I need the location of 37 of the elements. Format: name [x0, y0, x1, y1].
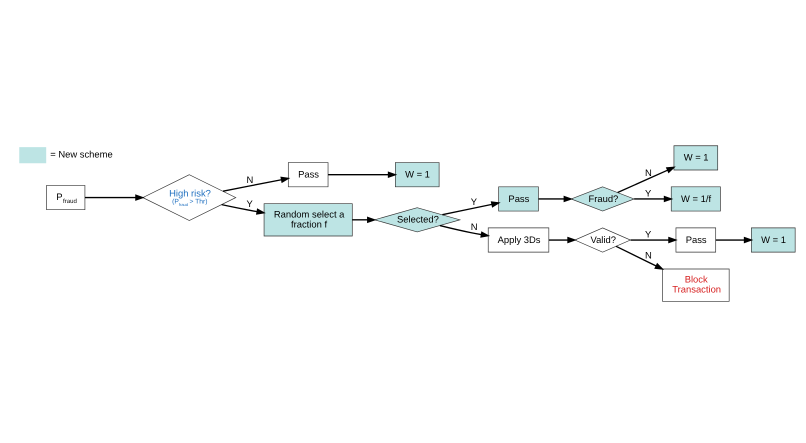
edge-label: Y	[644, 187, 652, 198]
edge-label: N	[644, 249, 652, 260]
node-box: Pass	[676, 228, 716, 252]
legend-label: = New scheme	[50, 148, 113, 160]
edge-label: Y	[246, 198, 253, 210]
arrow	[634, 196, 674, 202]
node-box: Pass	[498, 186, 539, 212]
arrow	[616, 246, 664, 270]
node-box: Pass	[288, 162, 328, 188]
arrow	[84, 194, 145, 201]
node-box: W = 1	[751, 228, 796, 252]
edge-label: N	[644, 167, 652, 178]
edge-label: N	[470, 221, 478, 232]
arrow	[617, 166, 676, 194]
arrow	[442, 201, 501, 216]
node-box: Random select a fraction f	[264, 203, 353, 236]
arrow	[440, 224, 490, 238]
node-box: W = 1	[395, 162, 440, 188]
arrow	[352, 216, 376, 224]
arrow	[716, 236, 754, 244]
arrow	[538, 196, 574, 202]
node-diamond: Selected?	[373, 207, 462, 232]
edge-label: Y	[470, 196, 477, 208]
node-diamond: Fraud?	[570, 186, 636, 212]
arrow	[548, 236, 577, 244]
arrow	[222, 176, 290, 192]
node-box: W = 1/f	[670, 186, 721, 212]
arrow	[328, 171, 398, 178]
edge-label: Y	[644, 228, 652, 240]
arrow	[222, 204, 266, 215]
node-box: P$_{fraud}$	[46, 185, 86, 210]
node-box: Apply 3Ds	[488, 228, 550, 252]
node-box: Block Transaction	[662, 268, 730, 302]
arrow	[630, 236, 678, 244]
node-diamond: Valid?	[574, 228, 632, 253]
node-box: W = 1	[674, 145, 718, 170]
edge-label: N	[246, 174, 254, 185]
